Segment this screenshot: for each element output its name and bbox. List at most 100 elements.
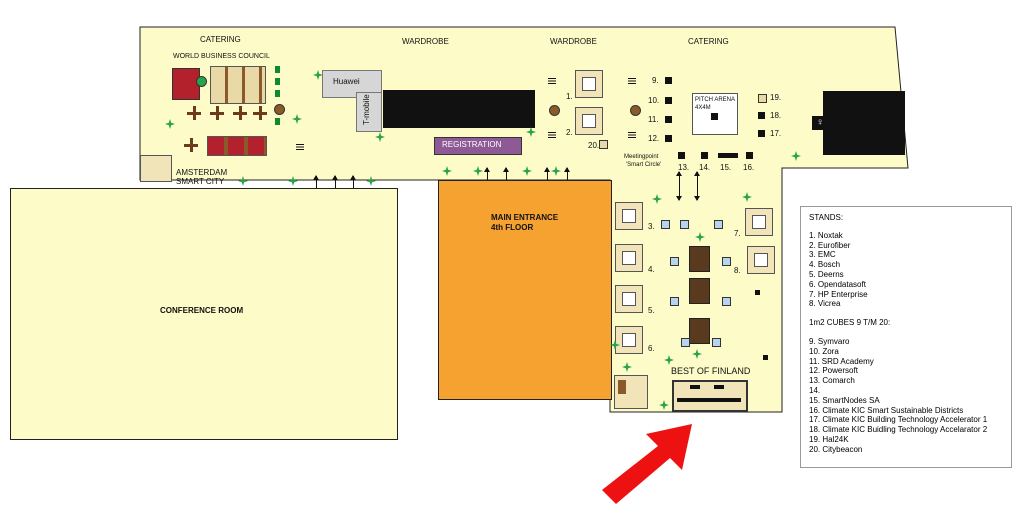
plant-icon <box>375 132 385 142</box>
cube-13 <box>678 152 685 159</box>
round-table-icon <box>274 104 285 115</box>
chair-row-icon <box>628 132 636 138</box>
plant-icon <box>742 192 752 202</box>
toilet-icon: ♀ <box>812 116 828 130</box>
table-chair-set-icon <box>187 106 201 120</box>
cube-number-20: 20. <box>588 141 600 150</box>
plant-icon <box>791 151 801 161</box>
plant-icon <box>526 127 536 137</box>
cube-18 <box>758 112 765 119</box>
plant-icon <box>366 176 376 186</box>
legend-item: 6. Opendatasoft <box>809 279 866 289</box>
legend-item: 5. Deerns <box>809 269 844 279</box>
plant-icon <box>551 166 561 176</box>
plant-icon <box>313 70 323 80</box>
blue-cube-icon <box>712 338 721 347</box>
t-mobile-label: T-mobile <box>362 94 371 125</box>
meetingpoint-label-1: Meetingpoint <box>624 154 659 160</box>
display-table-icon <box>690 385 700 389</box>
stand-8 <box>747 246 775 274</box>
plant-icon <box>664 355 674 365</box>
table-set <box>210 66 266 104</box>
blue-cube-icon <box>722 257 731 266</box>
stands-legend: STANDS: 1. Noxtak 2. Eurofiber 3. EMC 4.… <box>800 206 1012 468</box>
legend-item: 18. Climate KIC Buidling Technology Acce… <box>809 425 988 435</box>
conference-room-label: CONFERENCE ROOM <box>160 306 244 315</box>
main-entrance-label-1: MAIN ENTRANCE <box>491 213 559 222</box>
table-chair-set-icon <box>253 106 267 120</box>
stand-number-7: 7. <box>734 229 741 238</box>
legend-item: 8. Vicrea <box>809 299 841 309</box>
blue-cube-icon <box>661 220 670 229</box>
world-business-council-label: WORLD BUSINESS COUNCIL <box>173 53 270 60</box>
blue-cube-icon <box>670 257 679 266</box>
chair-row-icon <box>548 78 556 84</box>
toilet-block <box>823 91 905 155</box>
stand-number-8: 8. <box>734 266 741 275</box>
main-entrance <box>438 180 612 400</box>
blue-cube-icon <box>680 220 689 229</box>
legend-cubes-title: 1m2 CUBES 9 T/M 20: <box>809 318 891 328</box>
small-cube-icon <box>755 290 760 295</box>
legend-item: 2. Eurofiber <box>809 240 851 250</box>
legend-item: 3. EMC <box>809 250 836 260</box>
cube-number-19: 19. <box>770 93 782 102</box>
stand-number-6: 6. <box>648 344 655 353</box>
cube-number-17: 17. <box>770 129 782 138</box>
cube-12 <box>665 135 672 142</box>
cube-17 <box>758 130 765 137</box>
entrance-arrow-icon <box>676 171 682 201</box>
plant-icon <box>275 118 280 125</box>
amsterdam-label-2: SMART CITY <box>176 177 225 186</box>
small-cube-icon <box>763 355 768 360</box>
legend-item: 19. Hal24K <box>809 434 849 444</box>
t-mobile-stand <box>356 92 382 132</box>
stand-list: 1. Noxtak 2. Eurofiber 3. EMC 4. Bosch 5… <box>809 231 1011 309</box>
plant-icon <box>652 194 662 204</box>
plant-icon <box>288 176 298 186</box>
wardrobe-label-1: WARDROBE <box>402 37 449 46</box>
pitch-arena-label-1: PITCH ARENA <box>695 97 736 103</box>
cube-list: 9. Symvaro 10. Zora 11. SRD Academy 12. … <box>809 337 1011 455</box>
display-crate <box>689 278 710 304</box>
main-entrance-label-2: 4th FLOOR <box>491 223 534 232</box>
table-chair-set-icon <box>210 106 224 120</box>
display-crate <box>689 318 710 344</box>
legend-item: 17. Climate KIC Building Technology Acce… <box>809 415 988 425</box>
plant-icon <box>196 76 207 87</box>
chair-row-icon <box>548 132 556 138</box>
plant-icon <box>292 114 302 124</box>
cube-number-18: 18. <box>770 111 782 120</box>
cube-19 <box>758 94 767 103</box>
cube-16 <box>746 152 753 159</box>
cube-14 <box>701 152 708 159</box>
pitch-stage-icon <box>711 113 718 120</box>
legend-item: 9. Symvaro <box>809 336 850 346</box>
cube-number-11: 11. <box>648 115 659 124</box>
table-chair-set-icon <box>184 138 198 152</box>
stand-number-1: 1. <box>566 92 573 101</box>
cube-number-13: 13. <box>678 163 690 172</box>
registration-label: REGISTRATION <box>442 140 502 149</box>
meetingpoint-label-2: 'Smart Circle' <box>626 162 662 168</box>
amsterdam-label-1: AMSTERDAM <box>176 168 228 177</box>
legend-item: 12. Powersoft <box>809 366 858 376</box>
blue-cube-icon <box>722 297 731 306</box>
chair-row-icon <box>296 144 304 150</box>
stand-6 <box>615 326 643 354</box>
plant-icon <box>692 349 702 359</box>
pitch-arena-label-2: 4X4M <box>695 105 711 111</box>
stand-number-3: 3. <box>648 222 655 231</box>
stand-2 <box>575 107 603 135</box>
best-of-finland-label: BEST OF FINLAND <box>671 366 751 376</box>
plant-icon <box>238 176 248 186</box>
stand-7 <box>745 208 773 236</box>
stand-number-2: 2. <box>566 128 573 137</box>
legend-item: 16. Climate KIC Smart Sustainable Distri… <box>809 405 964 415</box>
plant-icon <box>522 166 532 176</box>
plant-icon <box>473 166 483 176</box>
round-table-icon <box>549 105 560 116</box>
amsterdam-stand <box>140 155 172 182</box>
cube-number-16: 16. <box>743 163 755 172</box>
plant-icon <box>622 362 632 372</box>
